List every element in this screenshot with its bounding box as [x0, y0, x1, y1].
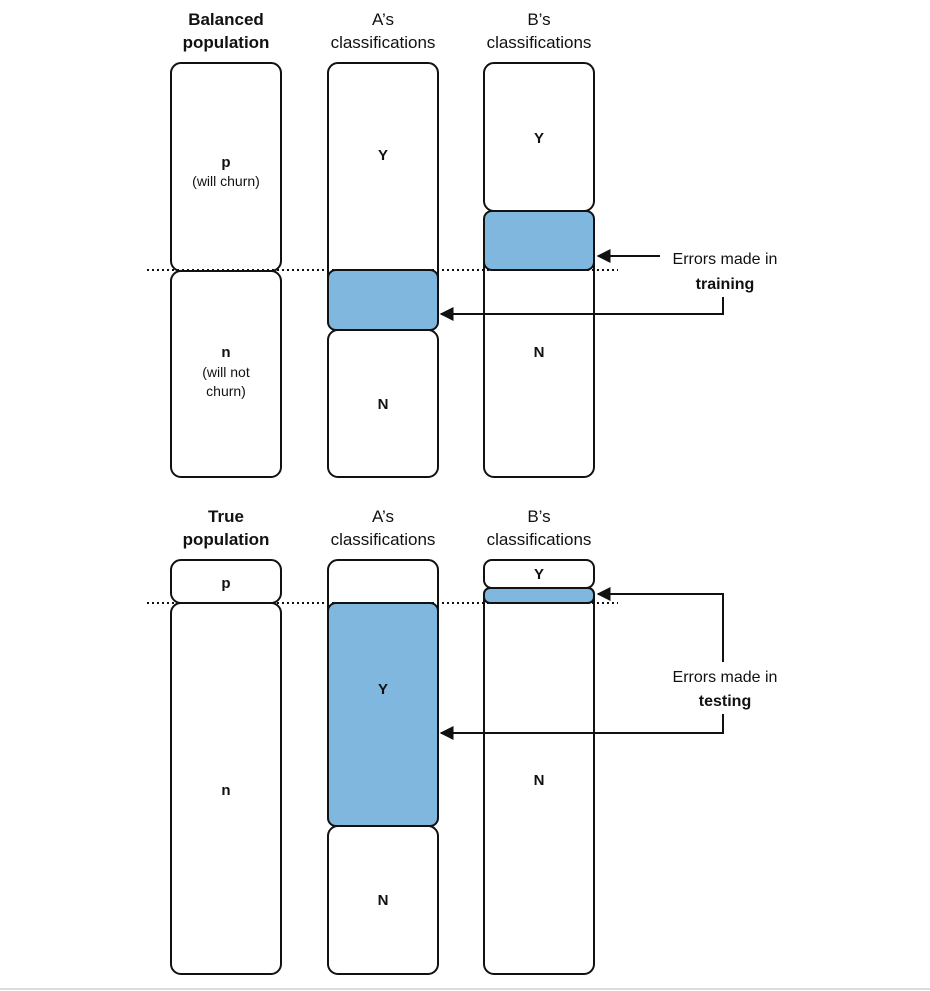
bottom-b-header-1: B’s [527, 507, 550, 526]
bottom-b-y-label: Y [534, 566, 544, 583]
bottom-b-n-label: N [534, 772, 545, 789]
bottom-population-p-letter: p [221, 575, 230, 592]
bottom-population-n-letter: n [221, 782, 230, 799]
top-a-error-region [327, 269, 439, 331]
top-b-error-region [483, 210, 595, 271]
top-annotation-line-1: Errors made in [673, 251, 778, 268]
top-population-n-letter: n [221, 344, 230, 361]
bottom-b-error-region [483, 587, 595, 604]
bottom-a-header-1: A’s [372, 507, 394, 526]
top-population-n-note-1: (will not [202, 364, 250, 380]
bottom-b-header-2: classifications [487, 530, 592, 549]
top-population-p-note: (will churn) [192, 173, 260, 189]
top-population-header-2: population [183, 33, 270, 52]
bottom-population-header-2: population [183, 530, 270, 549]
top-section: Balanced population A’s classifications … [147, 10, 778, 478]
bottom-arrow-to-a [439, 714, 724, 740]
bottom-population-n-box [170, 602, 282, 975]
bottom-a-y-label: Y [378, 681, 388, 698]
top-a-n-box [327, 329, 439, 478]
top-population-header-1: Balanced [188, 10, 264, 29]
bottom-a-header-2: classifications [331, 530, 436, 549]
bottom-population-header-1: True [208, 507, 244, 526]
bottom-a-error-region [327, 602, 439, 827]
top-arrow-to-a [439, 297, 724, 321]
bottom-a-n-box [327, 825, 439, 975]
bottom-annotation-line-2: testing [699, 693, 751, 710]
top-a-header-1: A’s [372, 10, 394, 29]
bottom-a-n-label: N [378, 892, 389, 909]
bottom-section: True population A’s classifications B’s … [147, 507, 778, 975]
top-b-header-2: classifications [487, 33, 592, 52]
top-population-n-box [170, 270, 282, 478]
top-a-n-label: N [378, 396, 389, 413]
top-b-n-label: N [534, 344, 545, 361]
bottom-arrow-to-b [596, 587, 724, 662]
top-b-y-label: Y [534, 130, 544, 147]
top-population-n-note-2: churn) [206, 383, 246, 399]
top-a-y-label: Y [378, 147, 388, 164]
top-annotation-line-2: training [696, 276, 755, 293]
top-population-p-letter: p [221, 154, 230, 171]
top-a-header-2: classifications [331, 33, 436, 52]
top-b-header-1: B’s [527, 10, 550, 29]
bottom-annotation-line-1: Errors made in [673, 669, 778, 686]
